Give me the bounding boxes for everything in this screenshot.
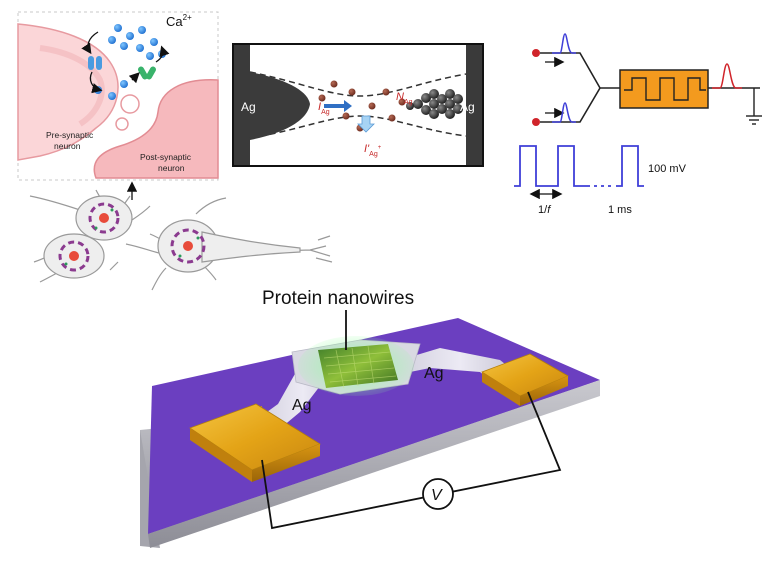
voltmeter-symbol: V [431, 487, 443, 504]
input-terminal-top [532, 49, 540, 57]
device-left-ag-label: Ag [292, 397, 312, 414]
duration-label: 1 ms [608, 204, 632, 216]
output-spike [712, 64, 742, 88]
device-3d: V Protein nanowires Ag Ag [140, 288, 600, 548]
input-terminal-bottom [532, 118, 540, 126]
pre-synaptic-label: Pre-synaptic [46, 130, 94, 140]
post-synaptic-label: Post-synaptic [140, 152, 192, 162]
post-synaptic-label-2: neuron [158, 163, 185, 173]
device-title: Protein nanowires [262, 288, 414, 309]
filament-panel: Ag Ag IAg NAg I'Ag+ [233, 44, 483, 166]
circuit-panel: 100 mV 1/f 1 ms [514, 34, 762, 216]
period-label: 1/f [538, 204, 551, 216]
right-ag-label: Ag [460, 100, 475, 114]
amplitude-label: 100 mV [648, 163, 687, 175]
neuron-network [30, 190, 332, 290]
pre-synaptic-label-2: neuron [54, 141, 81, 151]
pulse-train-last [616, 146, 644, 186]
vesicle [116, 118, 128, 130]
pulse-train [514, 146, 590, 186]
vesicle [121, 95, 139, 113]
device-right-ag-label: Ag [424, 365, 444, 382]
left-ag-label: Ag [241, 100, 256, 114]
input-spike-top [552, 34, 576, 53]
memristor-box [620, 70, 708, 108]
synapse-panel: Ca2+ Pre-synaptic neuron Post-synaptic n… [18, 12, 218, 180]
